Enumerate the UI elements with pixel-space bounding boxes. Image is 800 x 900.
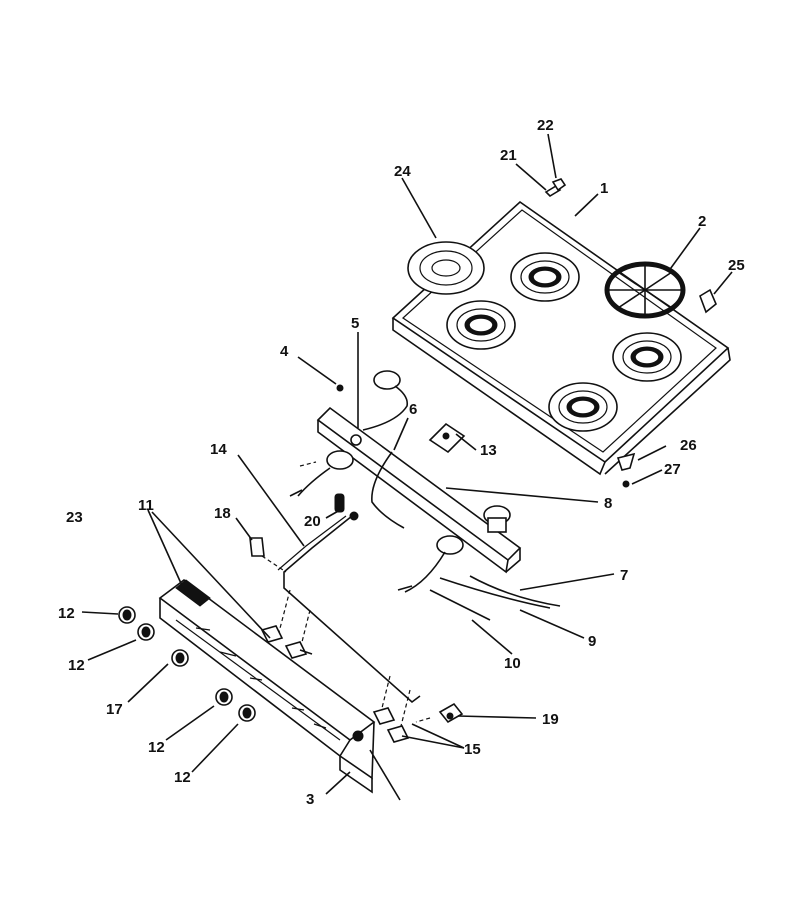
bracket-part-18 bbox=[249, 537, 265, 557]
burner-head bbox=[289, 450, 354, 497]
screw-part-4 bbox=[336, 384, 344, 392]
callout-13: 13 bbox=[480, 442, 497, 459]
leg-part-26 bbox=[616, 452, 636, 471]
callout-14: 14 bbox=[210, 441, 227, 458]
callout-22: 22 bbox=[537, 117, 554, 134]
wire-part-7 bbox=[469, 575, 561, 607]
callout-18: 18 bbox=[214, 505, 231, 522]
callout-labels: 1 2 3 4 5 6 7 8 9 10 11 12 12 12 12 13 1… bbox=[58, 117, 745, 808]
burner-ring bbox=[612, 332, 682, 382]
callout-19: 19 bbox=[542, 711, 559, 728]
knob-part-12 bbox=[118, 606, 136, 624]
callout-12d: 12 bbox=[174, 769, 191, 786]
callout-6: 6 bbox=[409, 401, 417, 418]
callout-17: 17 bbox=[106, 701, 123, 718]
callout-9: 9 bbox=[588, 633, 596, 650]
callout-10: 10 bbox=[504, 655, 521, 672]
burner-ring bbox=[548, 382, 618, 432]
bracket-part-13 bbox=[428, 422, 466, 454]
callout-5: 5 bbox=[351, 315, 359, 332]
callout-20: 20 bbox=[304, 513, 321, 530]
callout-24: 24 bbox=[394, 163, 411, 180]
control-panel bbox=[158, 579, 376, 794]
knob-part-17 bbox=[171, 649, 189, 667]
callout-11: 11 bbox=[138, 497, 154, 514]
drip-pan bbox=[407, 241, 485, 295]
decal-part-23 bbox=[175, 579, 211, 607]
switch-part-19 bbox=[438, 702, 464, 724]
valve-part-15 bbox=[372, 707, 410, 743]
knob-part-12 bbox=[238, 704, 256, 722]
callout-12b: 12 bbox=[68, 657, 85, 674]
callout-26: 26 bbox=[680, 437, 697, 454]
guide-line bbox=[299, 461, 317, 467]
guide-line bbox=[415, 717, 431, 723]
leader-lines bbox=[81, 133, 733, 801]
screw-part-27 bbox=[622, 480, 630, 488]
burner-head bbox=[483, 505, 511, 533]
burner-box bbox=[316, 406, 522, 574]
callout-12a: 12 bbox=[58, 605, 75, 622]
knob-part-12 bbox=[215, 688, 233, 706]
callout-27: 27 bbox=[664, 461, 681, 478]
wire-part-6 bbox=[371, 451, 405, 529]
burner-grate bbox=[604, 261, 686, 319]
bracket-part-25 bbox=[699, 288, 717, 314]
callout-12c: 12 bbox=[148, 739, 165, 756]
spring-part-20 bbox=[334, 493, 345, 513]
screw-part-22 bbox=[551, 178, 567, 192]
guide-line bbox=[277, 589, 291, 637]
burner-ring bbox=[510, 252, 580, 302]
callout-7: 7 bbox=[620, 567, 628, 584]
callout-25: 25 bbox=[728, 257, 745, 274]
callout-8: 8 bbox=[604, 495, 612, 512]
orifice-part-5 bbox=[350, 434, 362, 446]
valve-part-11 bbox=[260, 625, 313, 659]
callout-3: 3 bbox=[306, 791, 314, 808]
wire-part-10 bbox=[429, 589, 491, 621]
burner-head bbox=[397, 535, 464, 593]
manifold-pipe bbox=[277, 511, 421, 704]
knob-part-12 bbox=[137, 623, 155, 641]
burner-head bbox=[362, 370, 409, 431]
wire-part-9 bbox=[439, 577, 551, 609]
burner-ring bbox=[446, 300, 516, 350]
clip-part-21 bbox=[544, 184, 562, 198]
guide-line bbox=[261, 555, 287, 573]
callout-4: 4 bbox=[280, 343, 289, 360]
callout-23: 23 bbox=[66, 509, 83, 526]
callout-1: 1 bbox=[600, 180, 608, 197]
callout-21: 21 bbox=[500, 147, 517, 164]
callout-15: 15 bbox=[464, 741, 481, 758]
callout-2: 2 bbox=[698, 213, 706, 230]
